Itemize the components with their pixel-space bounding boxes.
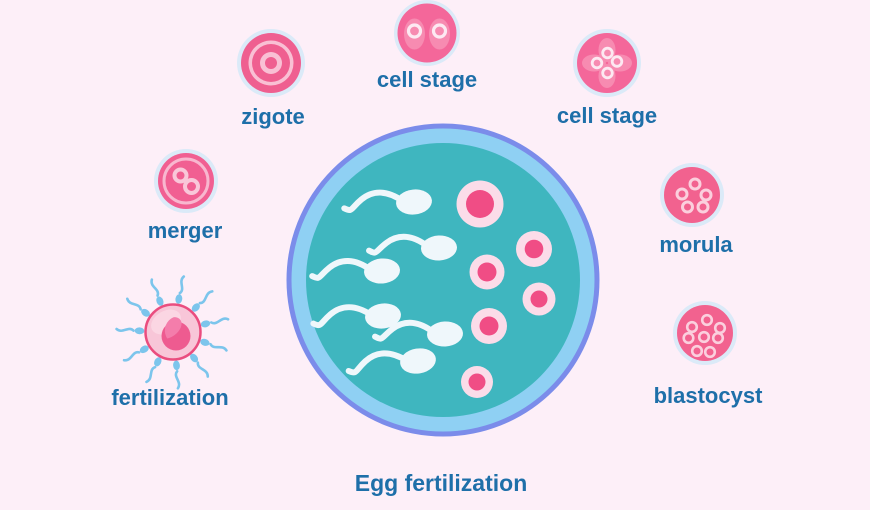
egg-cell [471, 308, 507, 344]
fertilization-label: fertilization [111, 385, 229, 410]
sperm-icon [143, 354, 165, 386]
blastocyst-label: blastocyst [653, 383, 763, 408]
petri-dish-illustration [286, 123, 600, 437]
egg-cell [456, 180, 504, 228]
petri-dish-fluid [306, 143, 580, 417]
blastocyst-icon [673, 301, 737, 365]
zigote-label: zigote [241, 104, 305, 129]
morula-label: morula [659, 232, 733, 257]
egg-cell [144, 303, 202, 361]
egg-cell [516, 231, 552, 267]
sperm-icon [146, 277, 167, 309]
cell-stage-4-icon [573, 29, 641, 97]
sperm-icon [115, 325, 146, 336]
zigote-icon [237, 29, 305, 97]
merger-label: merger [147, 218, 223, 243]
sperm-icon [187, 350, 213, 380]
sperm-icon [123, 295, 153, 320]
sperm-icon [198, 313, 230, 330]
egg-cell [522, 282, 556, 316]
merger-icon [154, 149, 218, 213]
egg-cell [469, 254, 505, 290]
fertilization-icon [115, 274, 230, 390]
cell-stage-2-icon [394, 0, 460, 66]
egg-cell [461, 366, 493, 398]
morula-icon [660, 163, 724, 227]
sperm-icon [188, 287, 216, 315]
cell-stage-2-label: cell stage [376, 67, 478, 92]
page-title: Egg fertilization [354, 470, 528, 496]
sperm-icon [173, 274, 188, 306]
cell-stage-4-label: cell stage [556, 103, 658, 128]
sperm-icon [197, 336, 230, 354]
sperm-icon [121, 342, 152, 366]
